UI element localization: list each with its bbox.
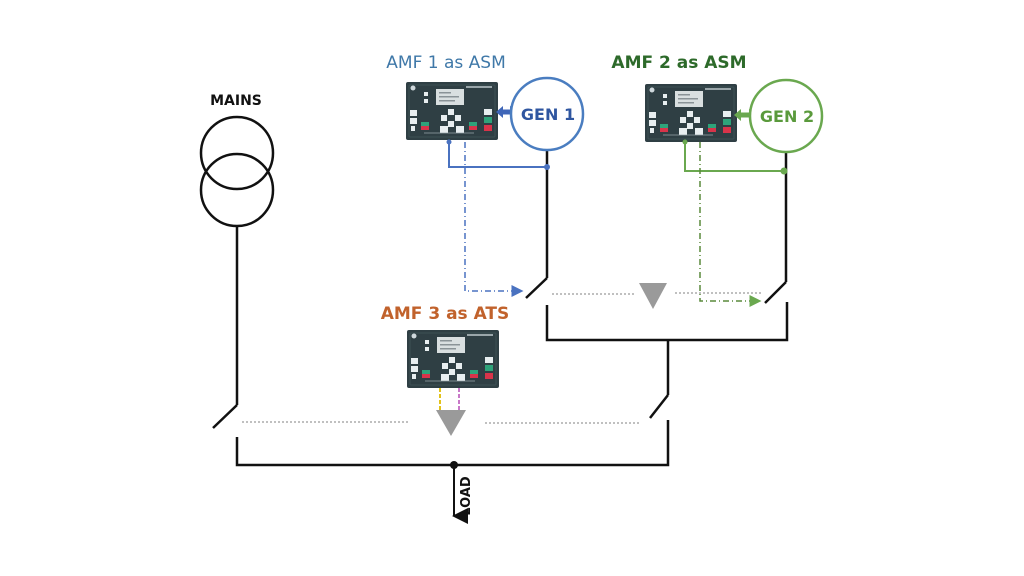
tie-breaker-blade <box>649 394 669 419</box>
amf2-sense-dot-top <box>682 139 688 145</box>
gen1-circle <box>509 76 585 152</box>
amf1-sense-line <box>448 140 547 168</box>
gen1-label: GEN 1 <box>521 105 575 124</box>
amf2-label: AMF 2 as ASM <box>611 53 746 73</box>
mains-breaker-blade <box>212 404 238 429</box>
gen-bus <box>545 302 789 342</box>
amf1-label: AMF 1 as ASM <box>386 53 505 73</box>
amf2-link-arrow-left <box>734 109 741 121</box>
gen1-breaker-blade <box>525 277 548 299</box>
amf1-sense-dot-top <box>446 139 452 145</box>
amf2-breaker-control <box>699 142 762 307</box>
mains-label: MAINS <box>210 93 262 109</box>
gen2-label: GEN 2 <box>760 107 814 126</box>
amf1-controller <box>405 81 499 141</box>
load-label: LOAD <box>459 476 474 516</box>
amf3-label: AMF 3 as ATS <box>381 304 510 324</box>
amf1-sense-dot-bus <box>544 164 550 170</box>
amf2-sense-dot-bus <box>780 167 788 175</box>
transformer-upper-coil <box>199 115 275 191</box>
amf1-breaker-control <box>464 142 524 297</box>
amf1-link-arrow-left <box>496 106 503 118</box>
ats-interlock-triangle <box>436 410 466 436</box>
amf2-sense-line <box>684 142 784 172</box>
amf2-controller <box>644 83 738 143</box>
amf3-controller <box>406 329 500 389</box>
gen2-breaker-blade <box>764 281 787 304</box>
gen-interlock-triangle <box>639 283 667 309</box>
gen2-circle <box>748 78 824 154</box>
